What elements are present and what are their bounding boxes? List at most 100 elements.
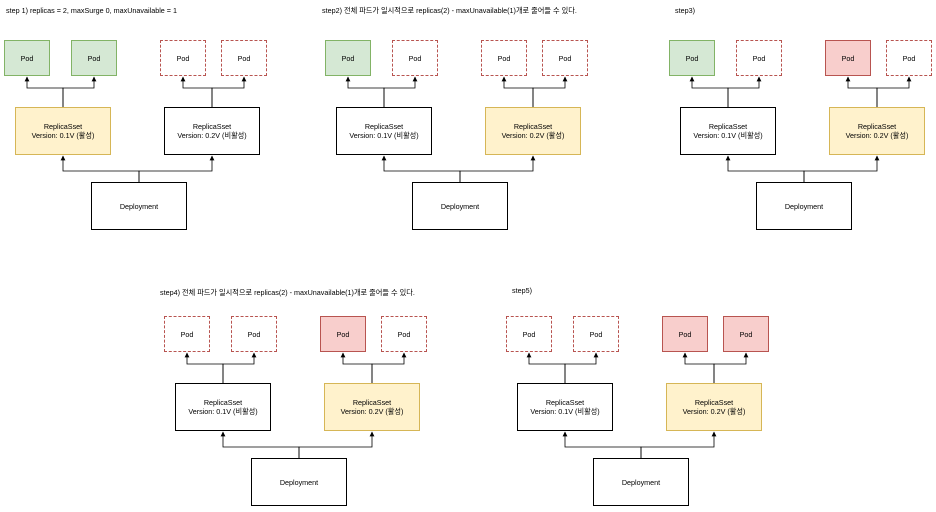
replicaset-version: Version: 0.2V (활성) bbox=[501, 131, 565, 140]
step-4-deployment[interactable]: Deployment bbox=[251, 458, 347, 506]
replicaset-label: ReplicaSset bbox=[708, 122, 748, 131]
step-2-arrow-old-pod-1 bbox=[345, 76, 385, 107]
pod-label: Pod bbox=[752, 53, 766, 63]
replicaset-version: Version: 0.2V (활성) bbox=[340, 407, 404, 416]
step-3-arrow-deploy-new bbox=[803, 155, 880, 182]
step-3-arrow-new-pod-1 bbox=[845, 76, 878, 107]
pod-label: Pod bbox=[558, 53, 572, 63]
step-2-title: step2) 전체 파드가 일시적으로 replicas(2) - maxUna… bbox=[322, 6, 577, 15]
step-1-arrow-old-pod-1 bbox=[24, 76, 64, 107]
pod-label: Pod bbox=[497, 53, 511, 63]
replicaset-version: Version: 0.1V (활성) bbox=[31, 131, 95, 140]
pod-label: Pod bbox=[739, 329, 753, 339]
pod-label: Pod bbox=[180, 329, 194, 339]
step-2-deployment[interactable]: Deployment bbox=[412, 182, 508, 230]
step-1-pod-new-1[interactable]: Pod bbox=[160, 40, 206, 76]
replicaset-label: ReplicaSset bbox=[545, 398, 585, 407]
deployment-label: Deployment bbox=[784, 201, 824, 211]
replicaset-version: Version: 0.1V (비활성) bbox=[188, 407, 258, 416]
step-3-pod-new-1[interactable]: Pod bbox=[825, 40, 871, 76]
pod-label: Pod bbox=[397, 329, 411, 339]
pod-label: Pod bbox=[176, 53, 190, 63]
step-5-deployment[interactable]: Deployment bbox=[593, 458, 689, 506]
pod-label: Pod bbox=[336, 329, 350, 339]
step-4-title: step4) 전체 파드가 일시적으로 replicas(2) - maxUna… bbox=[160, 288, 415, 297]
step-1-arrow-new-pod-1 bbox=[180, 76, 213, 107]
deployment-label: Deployment bbox=[621, 477, 661, 487]
step-1-arrow-deploy-new bbox=[138, 155, 215, 182]
pod-label: Pod bbox=[522, 329, 536, 339]
step-4-arrow-new-pod-1 bbox=[340, 352, 373, 383]
step-4-pod-new-1[interactable]: Pod bbox=[320, 316, 366, 352]
step-3-pod-old-2[interactable]: Pod bbox=[736, 40, 782, 76]
replicaset-label: ReplicaSset bbox=[513, 122, 553, 131]
pod-label: Pod bbox=[20, 53, 34, 63]
step-3-pod-new-2[interactable]: Pod bbox=[886, 40, 932, 76]
step-1-title: step 1) replicas = 2, maxSurge 0, maxUna… bbox=[6, 6, 177, 15]
step-2-pod-new-2[interactable]: Pod bbox=[542, 40, 588, 76]
replicaset-label: ReplicaSset bbox=[192, 122, 232, 131]
step-5-pod-new-2[interactable]: Pod bbox=[723, 316, 769, 352]
step-3-pod-old-1[interactable]: Pod bbox=[669, 40, 715, 76]
replicaset-version: Version: 0.2V (비활성) bbox=[177, 131, 247, 140]
pod-label: Pod bbox=[841, 53, 855, 63]
replicaset-version: Version: 0.1V (비활성) bbox=[693, 131, 763, 140]
pod-label: Pod bbox=[408, 53, 422, 63]
deployment-label: Deployment bbox=[440, 201, 480, 211]
step-1-pod-new-2[interactable]: Pod bbox=[221, 40, 267, 76]
replicaset-label: ReplicaSset bbox=[364, 122, 404, 131]
step-1-pod-old-1[interactable]: Pod bbox=[4, 40, 50, 76]
step-4-pod-old-2[interactable]: Pod bbox=[231, 316, 277, 352]
step-5-arrow-new-pod-2 bbox=[713, 352, 749, 383]
step-4-arrow-old-pod-1 bbox=[184, 352, 224, 383]
replicaset-label: ReplicaSset bbox=[352, 398, 392, 407]
step-5-pod-old-2[interactable]: Pod bbox=[573, 316, 619, 352]
pod-label: Pod bbox=[678, 329, 692, 339]
step-1-deployment[interactable]: Deployment bbox=[91, 182, 187, 230]
step-4-pod-new-2[interactable]: Pod bbox=[381, 316, 427, 352]
step-2-pod-new-1[interactable]: Pod bbox=[481, 40, 527, 76]
step-2-arrow-old-pod-2 bbox=[383, 76, 418, 107]
step-2-arrow-new-pod-1 bbox=[501, 76, 534, 107]
pod-label: Pod bbox=[685, 53, 699, 63]
step-2-arrow-new-pod-2 bbox=[532, 76, 568, 107]
step-5-arrow-new-pod-1 bbox=[682, 352, 715, 383]
replicaset-version: Version: 0.2V (활성) bbox=[845, 131, 909, 140]
pod-label: Pod bbox=[589, 329, 603, 339]
step-1-pod-old-2[interactable]: Pod bbox=[71, 40, 117, 76]
step-5-pod-old-1[interactable]: Pod bbox=[506, 316, 552, 352]
replicaset-label: ReplicaSset bbox=[203, 398, 243, 407]
deployment-label: Deployment bbox=[279, 477, 319, 487]
replicaset-label: ReplicaSset bbox=[43, 122, 83, 131]
replicaset-label: ReplicaSset bbox=[694, 398, 734, 407]
step-2-pod-old-1[interactable]: Pod bbox=[325, 40, 371, 76]
step-1-arrow-new-pod-2 bbox=[211, 76, 247, 107]
step-1-arrow-deploy-old bbox=[60, 155, 140, 182]
step-4-arrow-old-pod-2 bbox=[222, 352, 257, 383]
step-2-arrow-deploy-old bbox=[381, 155, 461, 182]
step-4-arrow-deploy-new bbox=[298, 431, 375, 458]
step-5-arrow-deploy-new bbox=[640, 431, 717, 458]
step-5-title: step5) bbox=[512, 286, 532, 295]
pod-label: Pod bbox=[341, 53, 355, 63]
replicaset-version: Version: 0.1V (비활성) bbox=[349, 131, 419, 140]
step-2-arrow-deploy-new bbox=[459, 155, 536, 182]
step-5-arrow-old-pod-2 bbox=[564, 352, 599, 383]
step-4-pod-old-1[interactable]: Pod bbox=[164, 316, 210, 352]
step-3-deployment[interactable]: Deployment bbox=[756, 182, 852, 230]
step-5-pod-new-1[interactable]: Pod bbox=[662, 316, 708, 352]
step-3-title: step3) bbox=[675, 6, 695, 15]
step-3-arrow-old-pod-2 bbox=[727, 76, 762, 107]
step-2-pod-old-2[interactable]: Pod bbox=[392, 40, 438, 76]
